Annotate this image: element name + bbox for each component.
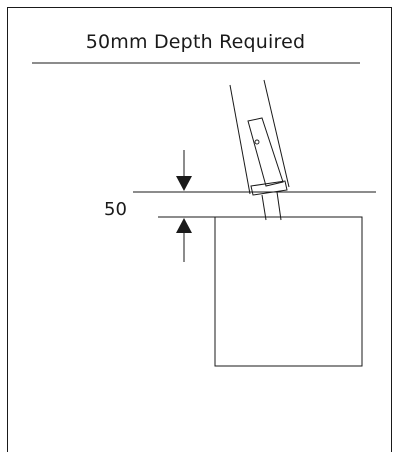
mounting-hole <box>254 139 260 145</box>
top-arrow-head <box>176 176 192 191</box>
depth-dimension-label: 50 <box>104 199 127 220</box>
diagram-frame <box>7 7 392 452</box>
diagram-title: 50mm Depth Required <box>85 31 306 53</box>
arm-lower-block <box>250 180 288 196</box>
arm-inner-slot <box>247 117 284 187</box>
arm-left-rail <box>229 84 251 195</box>
post-left-edge <box>261 194 267 221</box>
arm-right-rail <box>263 79 290 188</box>
bottom-arrow-head <box>176 218 192 233</box>
base-box <box>214 216 363 367</box>
post-right-edge <box>276 191 282 221</box>
